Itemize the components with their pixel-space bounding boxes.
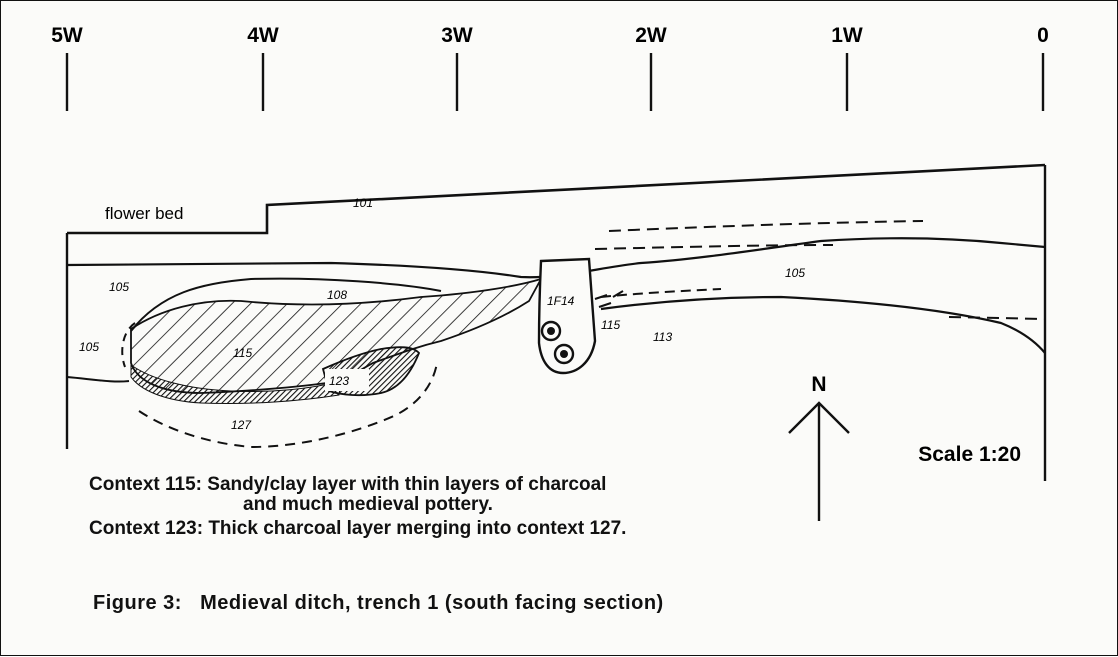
figure-caption-label: Figure 3: <box>93 592 182 614</box>
grid-label-4w: 4W <box>247 24 279 47</box>
dashed-line-101-b <box>594 244 834 250</box>
grid-ticks <box>65 53 1045 111</box>
figure-caption-text: Medieval ditch, trench 1 (south facing s… <box>200 592 664 614</box>
layer-105-left-dashed <box>121 322 136 368</box>
grid-label-0: 0 <box>1037 24 1049 47</box>
grid-label-5w: 5W <box>51 24 83 47</box>
legend-line-123: Context 123: Thick charcoal layer mergin… <box>89 519 789 539</box>
legend-text-115-cont: and much medieval pottery. <box>243 494 493 515</box>
post-hole-1f14 <box>537 257 597 375</box>
grid-label-3w: 3W <box>441 24 473 47</box>
context-label-127: 127 <box>231 418 252 432</box>
context-label-108: 108 <box>327 288 347 302</box>
context-label-123: 123 <box>329 374 349 388</box>
legend-text-115: Sandy/clay layer with thin layers of cha… <box>207 474 607 495</box>
north-label: N <box>811 373 826 396</box>
context-label-105-left-lower: 105 <box>79 340 99 354</box>
posthole-stone-1-inner <box>547 327 555 335</box>
context-label-105-right: 105 <box>785 266 805 280</box>
posthole-stone-2 <box>553 343 575 365</box>
north-arrow: N <box>788 373 850 521</box>
context-label-113: 113 <box>653 330 672 344</box>
legend-line-115-cont: and much medieval pottery. <box>89 495 789 515</box>
ground-surface-line <box>67 163 1046 235</box>
scale-label: Scale 1:20 <box>918 443 1021 466</box>
grid-labels: 5W 4W 3W 2W 1W 0 <box>51 24 1049 47</box>
posthole-stone-1 <box>540 320 562 342</box>
layer-108-line <box>130 277 442 332</box>
context-label-115-right: 115 <box>601 318 620 332</box>
legend-label-123: Context 123: <box>89 518 204 539</box>
dashed-line-right <box>948 316 1046 320</box>
context-label-115: 115 <box>233 346 252 360</box>
context-label-105-left-upper: 105 <box>109 280 129 294</box>
layer-113-base <box>600 295 1046 354</box>
dashed-line-101-a <box>608 220 924 232</box>
grid-label-2w: 2W <box>635 24 667 47</box>
posthole-stone-2-inner <box>560 350 568 358</box>
flower-bed-label: flower bed <box>105 204 183 223</box>
context-label-1f14: 1F14 <box>547 294 575 308</box>
legend-line-115: Context 115: Sandy/clay layer with thin … <box>89 475 789 495</box>
legend: Context 115: Sandy/clay layer with thin … <box>89 475 789 539</box>
layer-127-boundary <box>138 362 438 449</box>
layer-115-right-marks <box>594 290 624 308</box>
layer-123-label-bg <box>325 369 369 391</box>
layer-105-lower-line <box>66 376 130 383</box>
legend-label-115: Context 115: <box>89 474 202 495</box>
legend-text-123: Thick charcoal layer merging into contex… <box>208 518 627 539</box>
grid-label-1w: 1W <box>831 24 863 47</box>
figure-caption: Figure 3: Medieval ditch, trench 1 (sout… <box>93 593 664 613</box>
context-label-101: 101 <box>353 196 373 210</box>
